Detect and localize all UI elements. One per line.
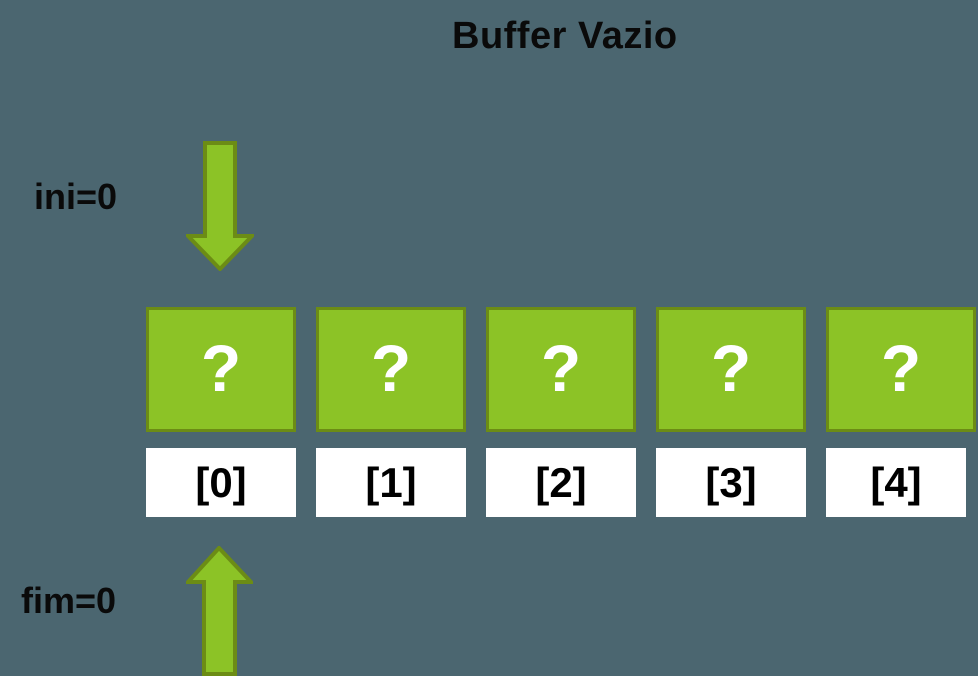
index-label-2: [2] (535, 458, 587, 506)
buffer-cell-4: ? (826, 307, 976, 432)
cell-value-1: ? (370, 330, 412, 405)
index-label-3: [3] (705, 458, 757, 506)
buffer-index-1: [1] (316, 448, 466, 517)
fim-arrow-up-icon (186, 546, 253, 676)
index-label-0: [0] (195, 458, 247, 506)
buffer-cell-1: ? (316, 307, 466, 432)
index-label-4: [4] (870, 458, 922, 506)
buffer-index-4: [4] (826, 448, 966, 517)
buffer-index-3: [3] (656, 448, 806, 517)
buffer-index-2: [2] (486, 448, 636, 517)
cell-value-3: ? (710, 330, 752, 405)
ini-pointer-label: ini=0 (34, 176, 118, 217)
buffer-cell-2: ? (486, 307, 636, 432)
index-label-1: [1] (365, 458, 417, 506)
fim-pointer-label: fim=0 (21, 580, 117, 621)
down-arrow-shape (186, 141, 254, 271)
cell-value-4: ? (880, 330, 922, 405)
cell-value-0: ? (200, 330, 242, 405)
diagram-title: Buffer Vazio (452, 15, 678, 57)
cell-value-2: ? (540, 330, 582, 405)
buffer-index-0: [0] (146, 448, 296, 517)
buffer-cell-3: ? (656, 307, 806, 432)
buffer-cell-0: ? (146, 307, 296, 432)
up-arrow-shape (186, 546, 253, 676)
ini-arrow-down-icon (186, 141, 254, 271)
